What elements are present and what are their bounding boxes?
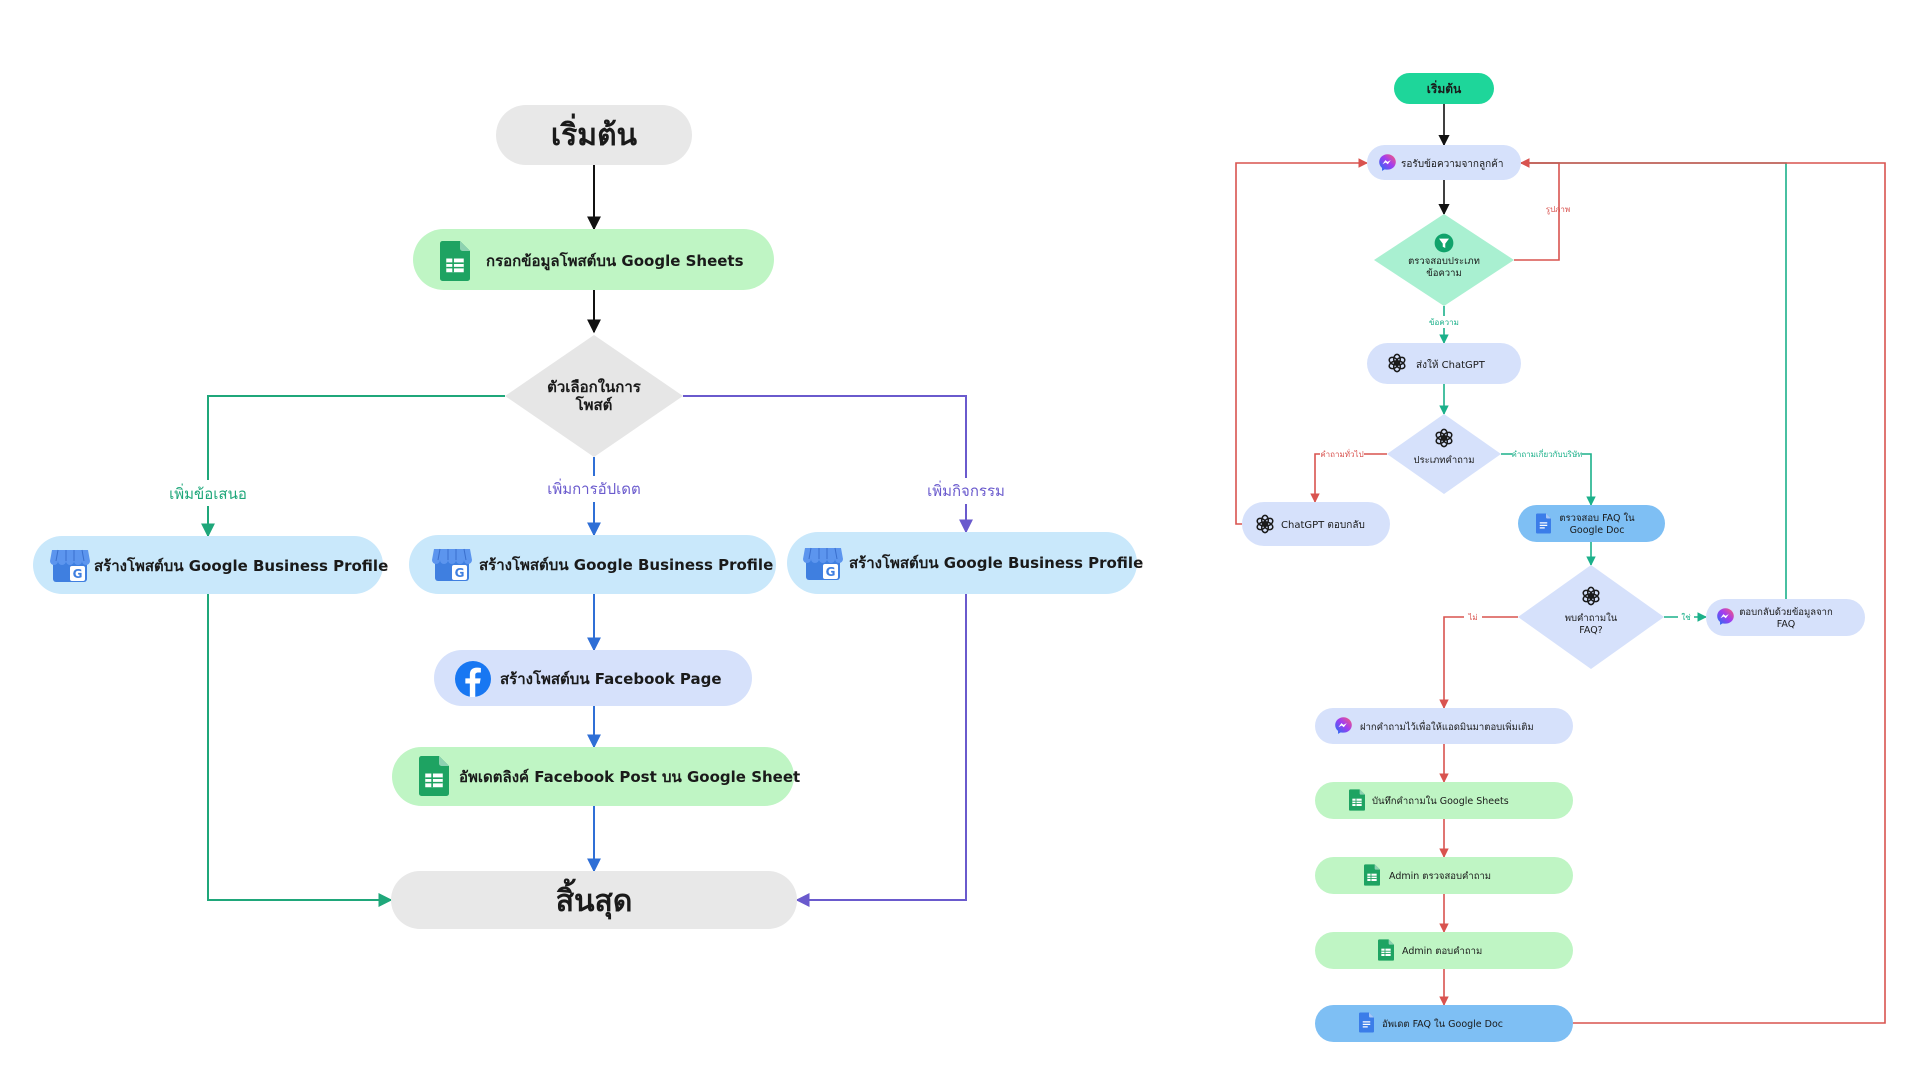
arrow-general-back-to-receive xyxy=(1235,158,1368,525)
google-sheets-icon xyxy=(419,756,449,796)
arrow-update-back-to-receive xyxy=(1520,158,1886,1024)
arrow-offer-to-end xyxy=(207,594,393,907)
label-yes: ใช่ xyxy=(1681,613,1691,622)
node-record-google-sheets: บันทึกคำถามใน Google Sheets xyxy=(1315,782,1573,819)
check-type-line1: ตรวจสอบประเภท xyxy=(1408,256,1480,267)
update-sheet-label: อัพเดตลิงค์ Facebook Post บน Google Shee… xyxy=(459,768,800,786)
label-company-question: คำถามเกี่ยวกับบริษัท xyxy=(1511,448,1582,459)
right-start-label: เริ่มต้น xyxy=(1427,80,1462,96)
node-facebook-post: สร้างโพสต์บน Facebook Page xyxy=(434,650,752,706)
arrow-decision-to-event xyxy=(683,395,973,534)
reply-faq-line1: ตอบกลับด้วยข้อมูลจาก xyxy=(1739,607,1833,618)
facebook-post-label: สร้างโพสต์บน Facebook Page xyxy=(500,669,722,688)
node-gbp-post-update: สร้างโพสต์บน Google Business Profile xyxy=(409,535,776,594)
fill-sheet-label: กรอกข้อมูลโพสต์บน Google Sheets xyxy=(486,251,744,271)
admin-answer-label: Admin ตอบคำถาม xyxy=(1402,946,1482,957)
node-update-faq: อัพเดต FAQ ใน Google Doc xyxy=(1315,1005,1573,1042)
google-sheets-icon xyxy=(440,241,470,281)
arrow-event-to-end xyxy=(795,594,967,907)
decision-post-option-line2: โพสต์ xyxy=(575,395,613,414)
arrow-decision-to-offer xyxy=(201,395,505,538)
left-start-node: เริ่มต้น xyxy=(496,105,692,165)
chatgpt-reply-label: ChatGPT ตอบกลับ xyxy=(1281,520,1365,531)
filter-icon xyxy=(1434,233,1454,253)
node-receive-message: รอรับข้อความจากลูกค้า xyxy=(1367,145,1521,180)
node-fill-google-sheets: กรอกข้อมูลโพสต์บน Google Sheets xyxy=(413,229,774,290)
node-gbp-post-offer: สร้างโพสต์บน Google Business Profile xyxy=(33,536,388,594)
gbp-post-offer-label: สร้างโพสต์บน Google Business Profile xyxy=(94,556,388,575)
left-connectors xyxy=(201,165,973,907)
admin-check-label: Admin ตรวจสอบคำถาม xyxy=(1389,871,1491,882)
right-flow: รูปภาพ ข้อความ คำถามทั่วไป คำถามเกี่ยวกั… xyxy=(1235,73,1886,1042)
decision-question-type: ประเภทคำถาม xyxy=(1387,414,1501,494)
leave-question-label: ฝากคำถามไว้เพื่อให้แอดมินมาตอบเพิ่มเติม xyxy=(1360,720,1534,733)
google-business-profile-icon xyxy=(803,547,843,581)
branch-label-event: เพิ่มกิจกรรม xyxy=(927,480,1005,500)
arrow-found-no xyxy=(1439,616,1518,709)
send-chatgpt-label: ส่งให้ ChatGPT xyxy=(1416,359,1486,371)
google-sheets-icon xyxy=(1378,939,1394,961)
arrow-type-to-company xyxy=(1501,453,1596,506)
label-text: ข้อความ xyxy=(1429,318,1459,327)
google-docs-icon xyxy=(1359,1012,1374,1033)
arrow-type-to-general xyxy=(1310,453,1387,503)
decision-post-option: ตัวเลือกในการ โพสต์ xyxy=(505,335,683,457)
check-faq-line2: Google Doc xyxy=(1570,525,1625,536)
label-general-question: คำถามทั่วไป xyxy=(1320,448,1363,459)
google-business-profile-icon xyxy=(432,548,472,582)
check-type-line2: ข้อความ xyxy=(1426,268,1462,279)
left-end-node: สิ้นสุด xyxy=(391,871,797,929)
label-image: รูปภาพ xyxy=(1546,205,1570,215)
reply-faq-line2: FAQ xyxy=(1777,619,1795,630)
google-docs-icon xyxy=(1536,513,1551,534)
node-reply-from-faq: ตอบกลับด้วยข้อมูลจาก FAQ xyxy=(1706,599,1865,636)
gbp-post-update-label: สร้างโพสต์บน Google Business Profile xyxy=(479,555,773,574)
check-faq-line1: ตรวจสอบ FAQ ใน xyxy=(1559,512,1635,524)
node-leave-question: ฝากคำถามไว้เพื่อให้แอดมินมาตอบเพิ่มเติม xyxy=(1315,708,1573,744)
facebook-icon xyxy=(455,661,491,697)
update-faq-label: อัพเดต FAQ ใน Google Doc xyxy=(1382,1018,1503,1030)
branch-label-update: เพิ่มการอัปเดต xyxy=(547,478,641,498)
node-send-chatgpt: ส่งให้ ChatGPT xyxy=(1367,343,1521,384)
node-admin-answer: Admin ตอบคำถาม xyxy=(1315,932,1573,969)
found-faq-line1: พบคำถามใน xyxy=(1565,612,1618,624)
decision-found-in-faq: พบคำถามใน FAQ? xyxy=(1518,565,1664,669)
gbp-post-event-label: สร้างโพสต์บน Google Business Profile xyxy=(849,553,1143,572)
right-connectors xyxy=(1235,104,1886,1024)
node-update-google-sheet: อัพเดตลิงค์ Facebook Post บน Google Shee… xyxy=(392,747,800,806)
receive-message-label: รอรับข้อความจากลูกค้า xyxy=(1401,158,1503,170)
label-no: ไม่ xyxy=(1467,613,1477,622)
google-sheets-icon xyxy=(1364,864,1380,886)
right-start-node: เริ่มต้น xyxy=(1394,73,1494,104)
google-business-profile-icon xyxy=(50,549,90,583)
node-chatgpt-reply: ChatGPT ตอบกลับ xyxy=(1242,502,1390,546)
question-type-label: ประเภทคำถาม xyxy=(1413,455,1474,466)
record-sheet-label: บันทึกคำถามใน Google Sheets xyxy=(1372,795,1509,807)
node-admin-check: Admin ตรวจสอบคำถาม xyxy=(1315,857,1573,894)
left-flow: เพิ่มข้อเสนอ เพิ่มการอัปเดต เพิ่มกิจกรรม… xyxy=(33,105,1143,929)
google-sheets-icon xyxy=(1349,789,1365,811)
branch-label-offer: เพิ่มข้อเสนอ xyxy=(169,483,247,503)
found-faq-line2: FAQ? xyxy=(1579,625,1602,636)
decision-post-option-line1: ตัวเลือกในการ xyxy=(547,378,642,396)
node-check-faq: ตรวจสอบ FAQ ใน Google Doc xyxy=(1518,505,1665,542)
decision-check-message-type: ตรวจสอบประเภท ข้อความ xyxy=(1374,214,1514,306)
node-gbp-post-event: สร้างโพสต์บน Google Business Profile xyxy=(787,532,1143,594)
left-end-label: สิ้นสุด xyxy=(556,878,633,920)
left-start-label: เริ่มต้น xyxy=(551,113,638,153)
